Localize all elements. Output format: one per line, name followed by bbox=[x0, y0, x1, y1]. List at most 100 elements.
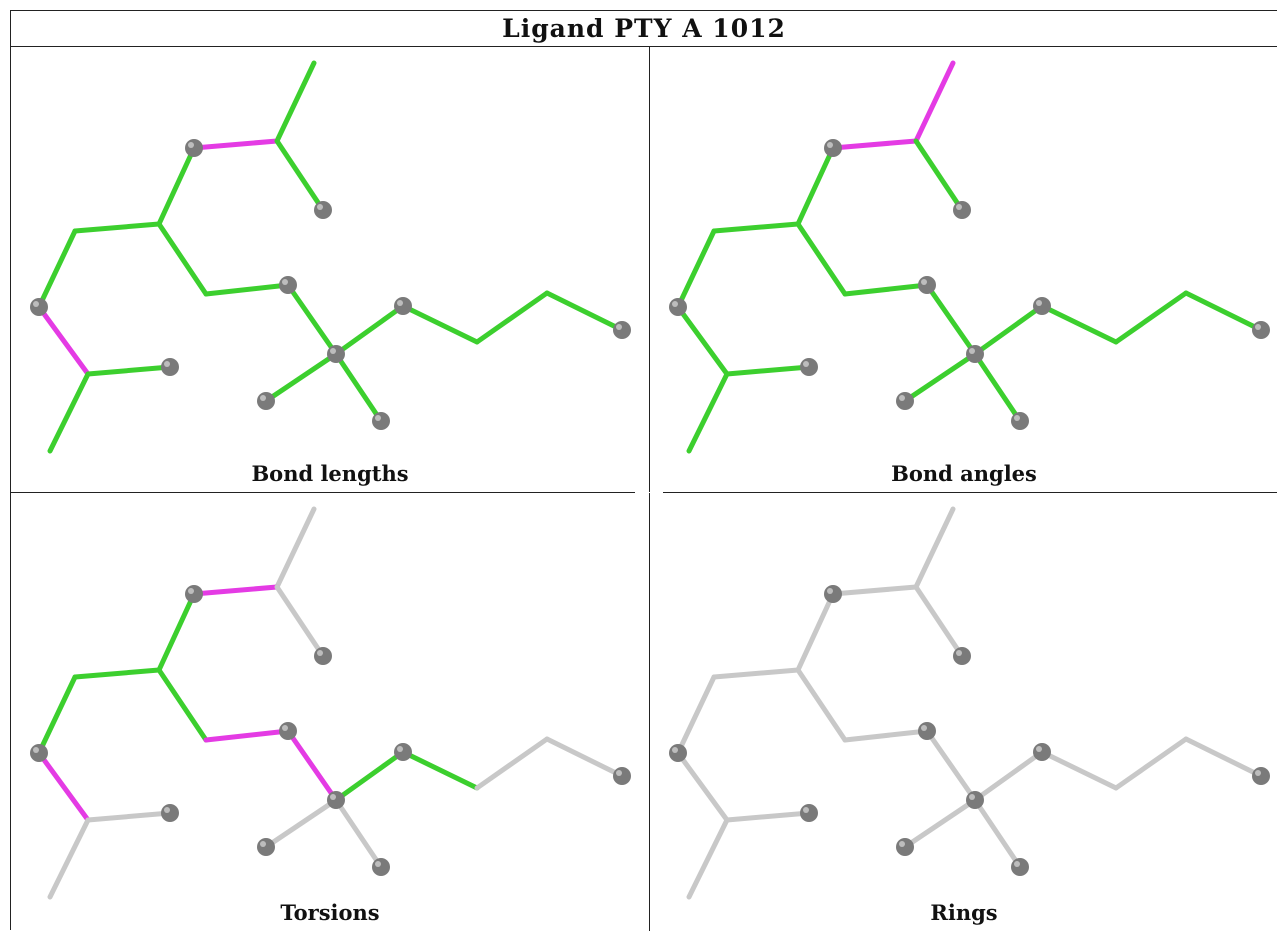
atom-highlight-R bbox=[616, 770, 622, 776]
atom-highlight-S bbox=[899, 841, 905, 847]
bond-H-I bbox=[842, 728, 930, 743]
bond-B-E bbox=[156, 591, 197, 673]
atom-highlight-T bbox=[1014, 415, 1020, 421]
bond-J-L bbox=[47, 817, 91, 900]
atom-highlight-D bbox=[317, 204, 323, 210]
atom-highlight-S bbox=[260, 395, 266, 401]
ligand-validation-table: Ligand PTY A 1012 Bond lengths Bond angl… bbox=[10, 10, 1278, 931]
atom-T bbox=[372, 412, 390, 430]
atom-G bbox=[669, 744, 687, 762]
caption-bond-angles: Bond angles bbox=[891, 461, 1037, 486]
molecule-torsions bbox=[30, 506, 631, 900]
atom-highlight-R bbox=[1255, 770, 1261, 776]
atom-highlight-N bbox=[397, 746, 403, 752]
bond-E-H bbox=[795, 221, 848, 297]
atom-I bbox=[918, 276, 936, 294]
atom-R bbox=[613, 321, 631, 339]
atom-highlight-D bbox=[317, 650, 323, 656]
bond-M-T bbox=[333, 351, 384, 424]
atom-I bbox=[918, 722, 936, 740]
bond-M-T bbox=[972, 797, 1023, 870]
atom-highlight-G bbox=[672, 747, 678, 753]
atom-G bbox=[30, 744, 48, 762]
atom-highlight-R bbox=[1255, 324, 1261, 330]
atom-B bbox=[185, 585, 203, 603]
bond-J-K bbox=[724, 810, 812, 823]
bond-B-C bbox=[830, 584, 919, 597]
atom-highlight-B bbox=[188, 142, 194, 148]
bond-A-C bbox=[913, 60, 956, 144]
bond-A-C bbox=[274, 60, 317, 144]
bond-I-M bbox=[285, 728, 339, 803]
bond-I-M bbox=[924, 728, 978, 803]
bond-F-G bbox=[36, 228, 78, 310]
bond-Q-R bbox=[544, 736, 625, 779]
atom-D bbox=[314, 647, 332, 665]
atom-highlight-I bbox=[282, 279, 288, 285]
atom-K bbox=[800, 358, 818, 376]
atom-N bbox=[1033, 743, 1051, 761]
atom-highlight-G bbox=[33, 301, 39, 307]
bond-J-K bbox=[724, 364, 812, 377]
bond-E-H bbox=[156, 667, 209, 743]
atom-highlight-M bbox=[330, 348, 336, 354]
atom-T bbox=[1011, 858, 1029, 876]
bond-N-O bbox=[400, 749, 480, 791]
atom-M bbox=[966, 791, 984, 809]
column-divider bbox=[649, 47, 650, 931]
atom-S bbox=[896, 392, 914, 410]
atom-M bbox=[327, 345, 345, 363]
bond-H-I bbox=[203, 728, 291, 743]
atom-highlight-K bbox=[164, 807, 170, 813]
atom-highlight-R bbox=[616, 324, 622, 330]
atom-I bbox=[279, 276, 297, 294]
bond-M-S bbox=[902, 797, 978, 850]
atom-highlight-D bbox=[956, 204, 962, 210]
atom-highlight-I bbox=[921, 725, 927, 731]
bond-Q-R bbox=[1183, 736, 1264, 779]
title-row: Ligand PTY A 1012 bbox=[11, 11, 1277, 47]
atom-B bbox=[185, 139, 203, 157]
atom-D bbox=[953, 201, 971, 219]
bond-N-O bbox=[1039, 749, 1119, 791]
atom-N bbox=[1033, 297, 1051, 315]
bond-B-C bbox=[191, 138, 280, 151]
atom-highlight-N bbox=[397, 300, 403, 306]
atom-highlight-D bbox=[956, 650, 962, 656]
bond-J-L bbox=[47, 371, 91, 454]
atom-highlight-T bbox=[375, 415, 381, 421]
atom-N bbox=[394, 743, 412, 761]
bond-Q-R bbox=[1183, 290, 1264, 333]
molecule-rings bbox=[669, 506, 1270, 900]
atom-highlight-B bbox=[827, 588, 833, 594]
bond-E-H bbox=[156, 221, 209, 297]
bond-O-Q bbox=[1113, 290, 1189, 345]
bond-J-K bbox=[85, 810, 173, 823]
atom-highlight-B bbox=[827, 142, 833, 148]
atom-K bbox=[161, 358, 179, 376]
molecule-bond-lengths bbox=[30, 60, 631, 454]
panel-bond-angles: Bond angles bbox=[650, 47, 1278, 492]
atom-M bbox=[327, 791, 345, 809]
atom-S bbox=[257, 838, 275, 856]
atom-T bbox=[372, 858, 390, 876]
atom-K bbox=[800, 804, 818, 822]
atom-highlight-B bbox=[188, 588, 194, 594]
bond-G-J bbox=[36, 304, 91, 377]
panel-rings: Rings bbox=[650, 493, 1278, 931]
panel-bond-lengths: Bond lengths bbox=[11, 47, 649, 492]
bond-G-J bbox=[36, 750, 91, 823]
bond-M-N bbox=[333, 303, 406, 357]
bond-J-L bbox=[686, 371, 730, 454]
atom-S bbox=[257, 392, 275, 410]
bond-A-C bbox=[274, 506, 317, 590]
bond-B-E bbox=[795, 591, 836, 673]
bond-J-K bbox=[85, 364, 173, 377]
atom-highlight-I bbox=[921, 279, 927, 285]
atom-highlight-K bbox=[803, 361, 809, 367]
bond-I-M bbox=[285, 282, 339, 357]
atom-highlight-G bbox=[33, 747, 39, 753]
molecule-bond-angles bbox=[669, 60, 1270, 454]
atom-highlight-S bbox=[899, 395, 905, 401]
bond-M-S bbox=[902, 351, 978, 404]
